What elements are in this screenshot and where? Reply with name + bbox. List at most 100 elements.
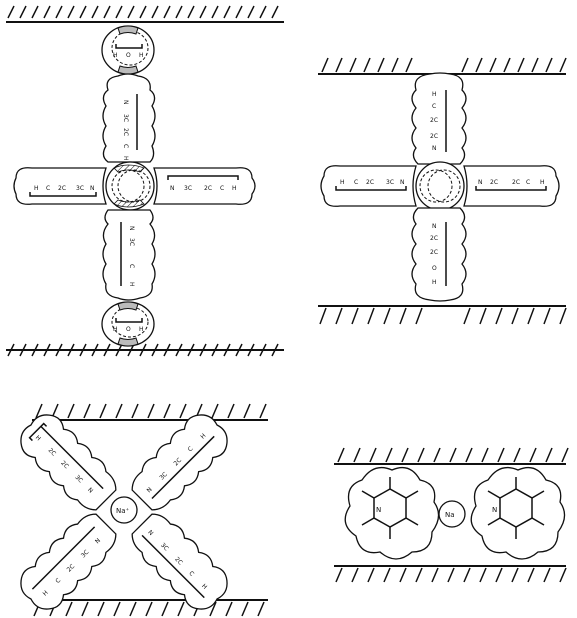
svg-text:H: H [122,156,129,161]
down-chain-1: 2C [430,235,438,242]
left-chain-4: N [90,185,95,192]
wall-top [334,447,569,465]
ll-chain-0: H [42,589,50,597]
left-chain-4: N [400,179,405,186]
ur-chain-2: 2C [172,457,183,468]
ll-chain-3: 3C [80,549,91,560]
right-chain-4: H [232,185,237,192]
sodium-ion: Na [438,500,466,528]
pyridine-n-right: N [492,506,497,514]
left-chain-3: 3C [76,185,84,192]
ul-chain-4: N [86,487,94,495]
wall-bottom [6,343,284,357]
lobe-up: N 3C 2C C H [102,73,156,163]
water-h-right: H [139,52,144,59]
lobe-upper-left: H 2C 2C 3C N [20,414,117,511]
sodium-ion-label: Na⁺ [116,507,130,515]
svg-text:H: H [128,282,135,287]
panel-top-right: H C 2C 2C N H C 2C 3C N N 2C 2C [318,57,567,325]
left-chain-0: H [340,179,345,186]
lobe-up: H C 2C 2C N [411,72,467,165]
wall-bottom [32,599,268,617]
svg-text:3C: 3C [122,114,129,122]
up-chain-1: C [432,103,436,110]
pyridine-molecule-left: N [344,466,440,560]
svg-text:C: C [128,264,135,268]
wall-bottom [334,565,567,583]
ll-chain-4: N [94,537,102,545]
ur-chain-0: N [146,486,154,494]
right-chain-1: 2C [490,179,498,186]
pyridine-n-left: N [376,506,381,514]
lobe-right: N 3C 2C C H [153,167,256,205]
left-chain-1: C [46,185,50,192]
up-chain-2: 2C [430,117,438,124]
right-chain-1: 3C [184,185,192,192]
water-o: O [126,326,131,333]
ul-chain-1: 2C [47,447,58,458]
right-chain-4: H [540,179,545,186]
lr-chain-1: 3C [159,542,170,553]
lobe-upper-right: N 3C 2C C H [131,414,228,511]
water-h-left: H [113,326,118,333]
up-chain-0: H [432,91,437,98]
down-chain-3: O [432,265,437,272]
ul-chain-0: H [34,434,42,442]
panel-top-left: H O H N 3C 2C C H H C 2C [6,5,284,357]
wall-top [6,5,284,23]
ll-chain-2: 2C [66,563,77,574]
lobe-left: H C 2C 3C N [320,165,417,207]
lobe-lower-right: N 3C 2C C H [131,513,228,610]
lobe-lower-left: H C 2C 3C N [20,513,117,610]
panel-bottom-right: N Na N [334,447,569,583]
left-chain-3: 3C [386,179,394,186]
up-chain-3: 2C [430,133,438,140]
pyridine-molecule-right: N [470,466,566,560]
right-chain-2: 2C [512,179,520,186]
svg-text:N: N [128,226,135,231]
water-o: O [126,52,131,59]
svg-text:2C: 2C [122,128,129,136]
sodium-ion-label: Na [445,511,455,519]
right-chain-3: C [220,185,224,192]
down-chain-2: 2C [430,249,438,256]
up-chain-4: N [432,145,437,152]
left-chain-2: 2C [366,179,374,186]
right-chain-2: 2C [204,185,212,192]
central-ion [415,161,465,211]
central-ion [105,161,155,211]
left-chain-2: 2C [58,185,66,192]
ur-chain-3: C [187,445,195,453]
lr-chain-4: H [200,583,208,591]
svg-text:N: N [122,100,129,105]
lobe-down: N 2C 2C O H [411,207,467,302]
svg-text:3C: 3C [128,238,135,246]
lobe-down: N 3C C H [102,209,156,301]
left-chain-0: H [34,185,39,192]
panel-bottom-left: H 2C 2C 3C N N 3C 2C C H H C 2C 3C N [20,403,268,617]
water-molecule-top: H O H [101,25,155,75]
lr-chain-3: C [187,570,195,578]
wall-top [318,57,567,75]
left-chain-1: C [354,179,358,186]
wall-top [32,403,268,421]
ul-chain-2: 2C [59,460,70,471]
lr-chain-0: N [146,529,154,537]
ll-chain-1: C [54,577,62,585]
lr-chain-2: 2C [173,556,184,567]
down-chain-0: N [432,223,437,230]
ur-chain-4: H [199,432,207,440]
ul-chain-3: 3C [73,474,84,485]
ur-chain-1: 3C [158,471,169,482]
right-chain-0: N [478,179,483,186]
water-h-right: H [139,326,144,333]
sodium-ion: Na⁺ [110,496,138,524]
right-chain-0: N [170,185,175,192]
lobe-right: N 2C 2C C H [463,165,560,207]
wall-bottom [318,305,567,325]
right-chain-3: C [526,179,530,186]
water-h-left: H [113,52,118,59]
lobe-left: H C 2C 3C N [13,167,107,205]
water-molecule-bottom: H O H [101,301,155,347]
